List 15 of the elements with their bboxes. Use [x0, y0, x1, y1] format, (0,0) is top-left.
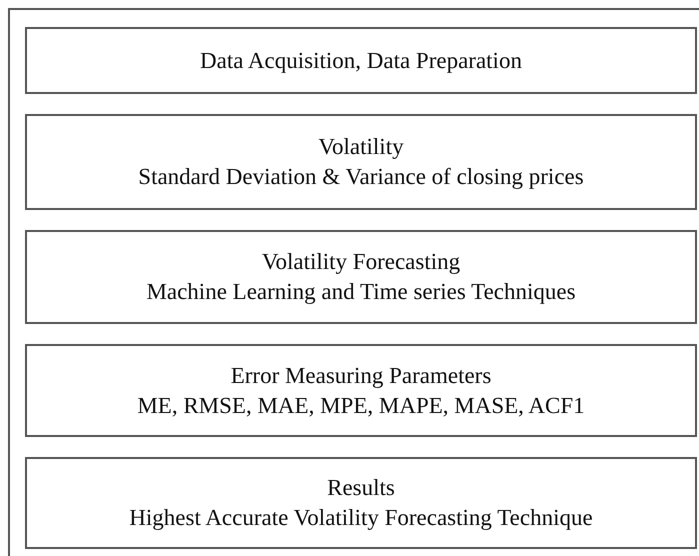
box-heading: Data Acquisition, Data Preparation — [200, 46, 522, 75]
box-description: ME, RMSE, MAE, MPE, MAPE, MASE, ACF1 — [137, 392, 585, 420]
box-heading: Volatility Forecasting — [262, 248, 460, 276]
outer-frame — [8, 8, 699, 556]
box-heading: Error Measuring Parameters — [230, 362, 492, 390]
process-box — [25, 114, 697, 210]
process-box — [25, 230, 697, 324]
process-box — [25, 27, 697, 94]
box-description: Highest Accurate Volatility Forecasting Technique — [129, 504, 593, 532]
process-box — [25, 344, 697, 437]
process-box — [25, 457, 697, 549]
box-heading: Volatility — [318, 133, 404, 161]
box-description: Standard Deviation & Variance of closing prices — [138, 163, 584, 191]
box-description: Machine Learning and Time series Techniques — [146, 278, 576, 306]
box-heading: Results — [327, 474, 395, 502]
